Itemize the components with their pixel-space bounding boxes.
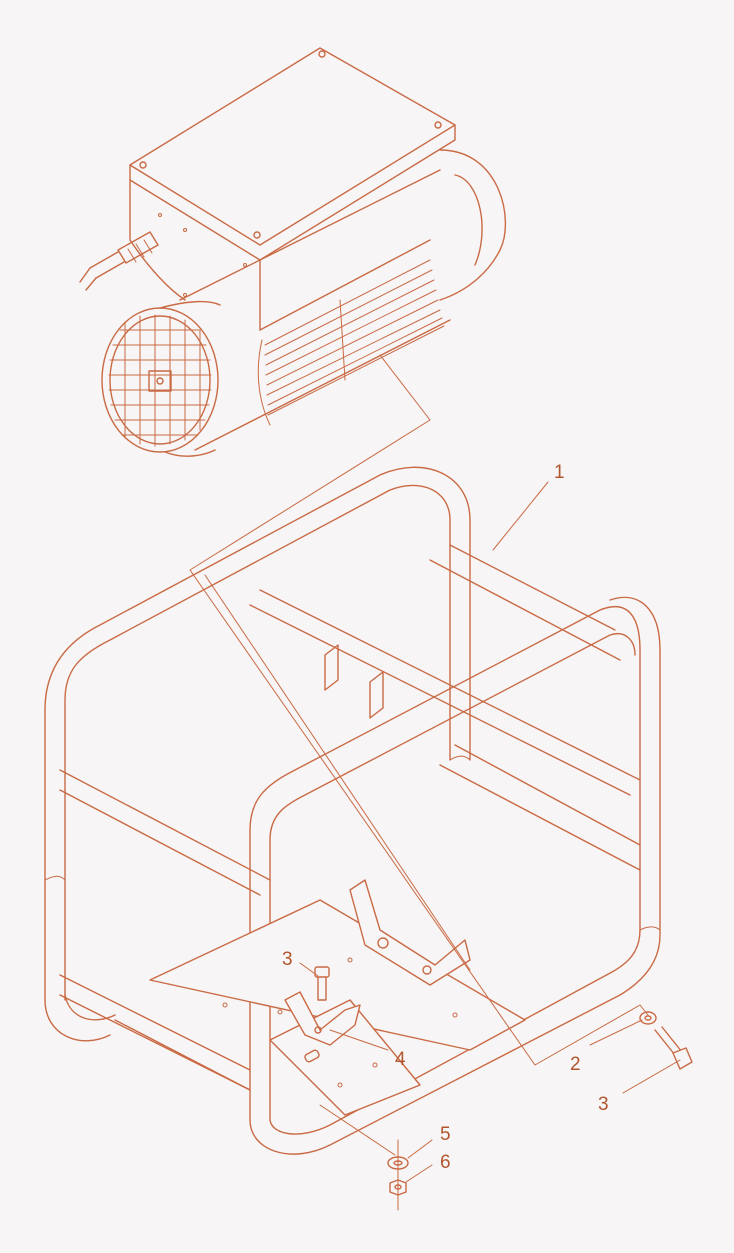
callout-6: 6 — [440, 1152, 451, 1173]
tubular-frame — [44, 466, 661, 1155]
fasteners — [387, 1011, 693, 1211]
callout-3-bolt-right: 3 — [598, 1094, 609, 1115]
callout-2: 2 — [570, 1054, 581, 1075]
callout-5: 5 — [440, 1124, 451, 1145]
callouts: 1 2 3 3 4 5 6 — [282, 462, 609, 1173]
generator-unit — [79, 47, 507, 457]
callout-1: 1 — [554, 462, 565, 483]
callout-4: 4 — [395, 1049, 406, 1070]
leader-lines — [189, 354, 681, 1183]
mounting-plates — [149, 879, 526, 1116]
cooling-fins — [257, 259, 445, 426]
fan-cover — [101, 300, 221, 457]
power-cable — [79, 231, 159, 291]
terminal-box — [129, 47, 456, 331]
callout-3-bolt-top: 3 — [282, 949, 293, 970]
